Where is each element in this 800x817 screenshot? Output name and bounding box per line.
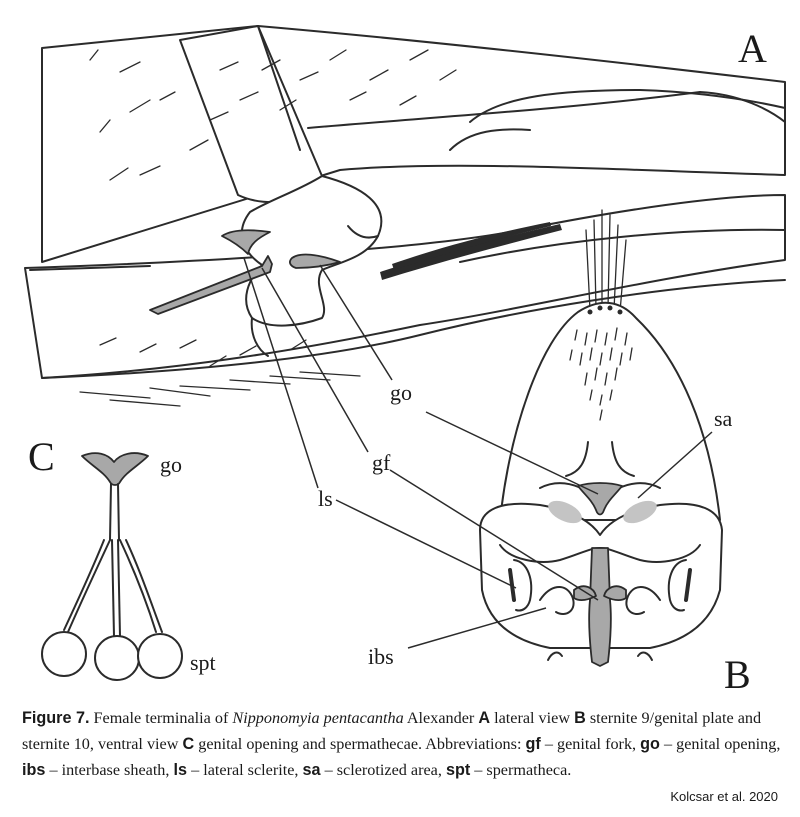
- panel-c-spermathecae: [41, 452, 183, 681]
- label-ibs: ibs: [368, 644, 394, 669]
- label-go-panel-a: go: [390, 380, 412, 405]
- spermatheca-1: [41, 631, 87, 677]
- figure-caption: Figure 7. Female terminalia of Nipponomy…: [22, 709, 781, 779]
- species-author: Alexander: [406, 709, 475, 727]
- abbr-ls-text: lateral sclerite,: [203, 761, 299, 779]
- abbr-sa: sa: [302, 761, 321, 779]
- abbr-gf: gf: [525, 735, 541, 753]
- view-text-a: lateral view: [494, 709, 571, 727]
- figure-label: Figure 7.: [22, 709, 90, 727]
- view-letter-c: C: [182, 735, 195, 753]
- abbr-go: go: [640, 735, 660, 753]
- panel-label-b: B: [724, 652, 751, 697]
- spermatheca-2: [94, 635, 140, 681]
- genital-fork-shape-a: [149, 255, 273, 315]
- genital-opening-shape-b: [577, 482, 623, 516]
- abbr-spt-text: spermatheca.: [486, 761, 572, 779]
- abbr-sa-text: sclerotized area,: [336, 761, 442, 779]
- credit-line: Kolcsar et al. 2020: [670, 789, 778, 804]
- panel-b-ventral-view: [479, 209, 723, 667]
- label-ls: ls: [318, 486, 333, 511]
- view-text-b: sternite 9/genital plate and sternite 10…: [22, 709, 762, 753]
- genital-fork-shape-b: [588, 547, 612, 667]
- label-go-panel-c: go: [160, 452, 182, 477]
- species-name: Nipponomyia pentacantha: [232, 709, 404, 727]
- genital-opening-shape-a: [221, 229, 271, 255]
- label-sa: sa: [714, 406, 733, 431]
- abbr-ibs: ibs: [22, 761, 46, 779]
- abbr-ls: ls: [173, 761, 188, 779]
- label-spt: spt: [190, 650, 216, 675]
- panel-a-lateral-view: [24, 25, 786, 407]
- abbr-spt: spt: [445, 761, 471, 779]
- abbr-gf-text: genital fork,: [556, 735, 637, 753]
- view-letter-a: A: [478, 709, 491, 727]
- caption-intro: Female terminalia of: [93, 709, 229, 727]
- panel-label-c: C: [28, 434, 55, 479]
- view-letter-b: B: [574, 709, 586, 727]
- label-gf: gf: [372, 450, 391, 475]
- abbr-go-text: genital opening,: [676, 735, 781, 753]
- view-text-c: genital opening and spermathecae.: [198, 735, 423, 753]
- spermatheca-3: [137, 633, 183, 679]
- abbreviations-intro: Abbreviations:: [425, 735, 522, 753]
- figure-illustration: A B C go gf ls sa go ibs spt: [24, 25, 786, 697]
- abbr-ibs-text: interbase sheath,: [61, 761, 170, 779]
- panel-label-a: A: [738, 26, 767, 71]
